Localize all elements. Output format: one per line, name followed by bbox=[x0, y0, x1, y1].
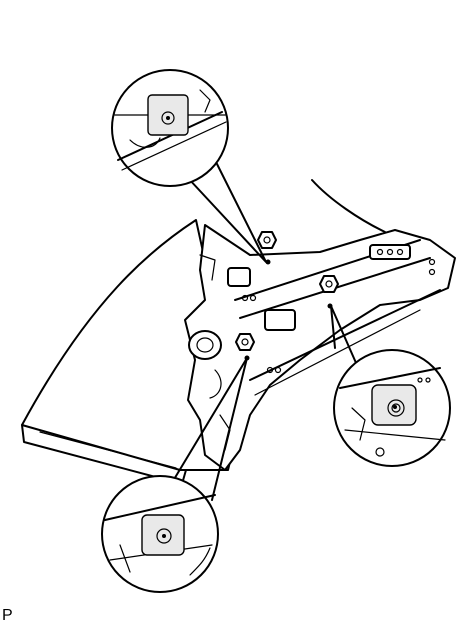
detail-callout-right bbox=[333, 349, 451, 467]
nut-left bbox=[235, 333, 255, 351]
regulator-plate bbox=[184, 179, 456, 471]
nut-right bbox=[319, 275, 339, 293]
figure-code-label: P bbox=[2, 607, 13, 624]
bolt-point-top bbox=[265, 259, 271, 265]
detail-callout-bottom bbox=[101, 475, 219, 593]
nut-top bbox=[257, 231, 277, 249]
door-glass bbox=[21, 219, 241, 485]
detail-callout-top bbox=[111, 69, 229, 187]
leader-lines bbox=[169, 149, 361, 501]
